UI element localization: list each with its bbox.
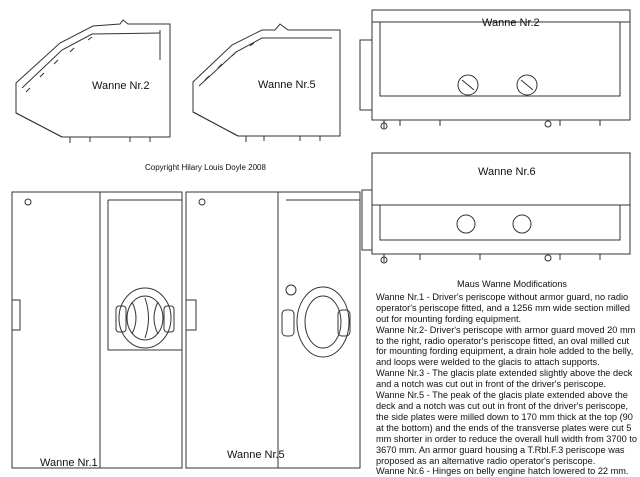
side-view-nr5-label: Wanne Nr.5 [258, 79, 316, 91]
copyright-text: Copyright Hilary Louis Doyle 2008 [145, 163, 266, 172]
note-item: Wanne Nr.2- Driver's periscope with armo… [376, 324, 636, 368]
hull-front-view-nr2 [359, 9, 631, 130]
hull-top-view-nr5 [185, 191, 361, 469]
modifications-notes: Maus Wanne Modifications Wanne Nr.1 - Dr… [376, 279, 638, 477]
note-item: Wanne Nr.1 - Driver's periscope without … [376, 291, 631, 324]
notes-title: Maus Wanne Modifications [457, 279, 567, 289]
top-view-nr5-label: Wanne Nr.5 [227, 449, 285, 461]
note-item: Wanne Nr.3 - The glacis plate extended s… [376, 368, 633, 390]
hull-top-view-nr1 [11, 191, 183, 469]
front-view-nr6-label: Wanne Nr.6 [478, 166, 536, 178]
hull-side-view-nr5 [192, 23, 341, 142]
hull-front-view-nr6 [361, 152, 631, 264]
hull-side-view-nr2 [15, 19, 171, 143]
front-view-nr2-label: Wanne Nr.2 [482, 17, 540, 29]
top-view-nr1-label: Wanne Nr.1 [40, 457, 98, 469]
note-item: Wanne Nr.5 - The peak of the glacis plat… [376, 390, 637, 466]
side-view-nr2-label: Wanne Nr.2 [92, 80, 150, 92]
note-item: Wanne Nr.6 - Hinges on belly engine hatc… [376, 466, 629, 477]
